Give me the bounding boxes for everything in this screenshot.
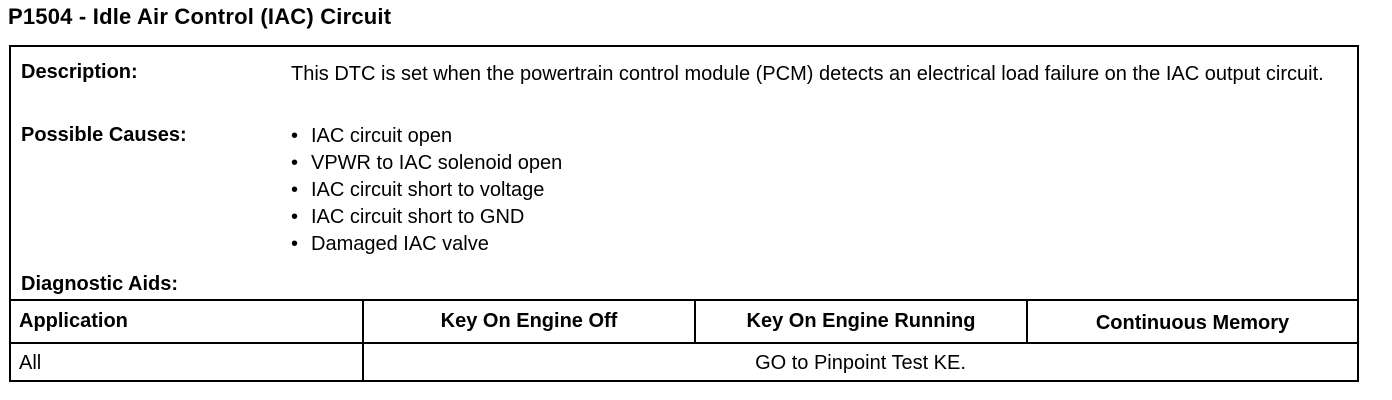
table-cell-application: All bbox=[11, 344, 364, 382]
dtc-info-box: Description: This DTC is set when the po… bbox=[9, 45, 1359, 382]
cause-text: VPWR to IAC solenoid open bbox=[311, 152, 563, 174]
table-header-application: Application bbox=[11, 301, 364, 344]
bullet-icon: • bbox=[291, 206, 299, 228]
bullet-icon: • bbox=[291, 233, 299, 255]
application-table: Application Key On Engine Off Key On Eng… bbox=[11, 299, 1357, 382]
possible-causes-label: Possible Causes: bbox=[21, 124, 187, 146]
description-text: This DTC is set when the powertrain cont… bbox=[291, 63, 1324, 85]
list-item: • IAC circuit open bbox=[291, 123, 562, 150]
list-item: • IAC circuit short to GND bbox=[291, 204, 562, 231]
diagnostic-aids-label: Diagnostic Aids: bbox=[21, 273, 179, 295]
table-header-continuous-memory: Continuous Memory bbox=[1028, 301, 1357, 344]
table-header-koer: Key On Engine Running bbox=[696, 301, 1028, 344]
possible-causes-list: • IAC circuit open • VPWR to IAC solenoid … bbox=[291, 123, 562, 258]
list-item: • IAC circuit short to voltage bbox=[291, 177, 562, 204]
cause-text: IAC circuit short to voltage bbox=[311, 179, 545, 201]
list-item: • Damaged IAC valve bbox=[291, 231, 562, 258]
table-cell-action: GO to Pinpoint Test KE. bbox=[755, 351, 966, 374]
bullet-icon: • bbox=[291, 179, 299, 201]
cause-text: IAC circuit short to GND bbox=[311, 206, 525, 228]
page-title: P1504 - Idle Air Control (IAC) Circuit bbox=[8, 4, 392, 29]
cause-text: Damaged IAC valve bbox=[311, 233, 489, 255]
bullet-icon: • bbox=[291, 125, 299, 147]
cause-text: IAC circuit open bbox=[311, 125, 453, 147]
list-item: • VPWR to IAC solenoid open bbox=[291, 150, 562, 177]
table-header-koeo: Key On Engine Off bbox=[364, 301, 696, 344]
description-label: Description: bbox=[21, 61, 138, 83]
bullet-icon: • bbox=[291, 152, 299, 174]
